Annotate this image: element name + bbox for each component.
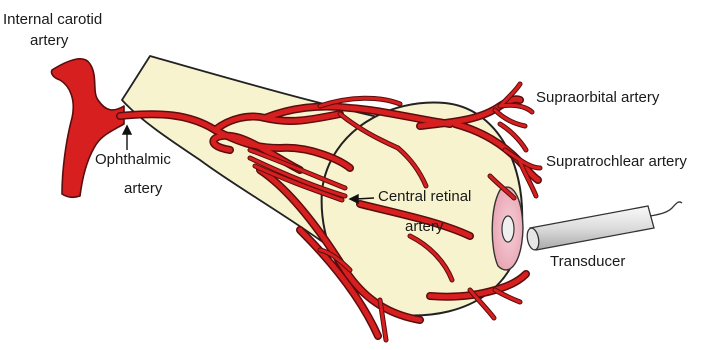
label-internal-carotid-line1: Internal carotid	[3, 12, 102, 27]
internal-carotid-artery	[51, 59, 124, 197]
label-internal-carotid-line2: artery	[30, 33, 68, 48]
label-supratrochlear-artery: Supratrochlear artery	[546, 154, 687, 169]
pupil	[502, 216, 514, 242]
label-ophthalmic-line1: Ophthalmic	[95, 152, 171, 167]
label-transducer: Transducer	[550, 254, 625, 269]
label-central-retinal-line1: Central retinal	[378, 189, 471, 204]
label-supraorbital-artery: Supraorbital artery	[536, 90, 659, 105]
label-ophthalmic-line2: artery	[124, 181, 162, 196]
transducer-probe	[526, 202, 682, 251]
label-central-retinal-line2: artery	[405, 219, 443, 234]
